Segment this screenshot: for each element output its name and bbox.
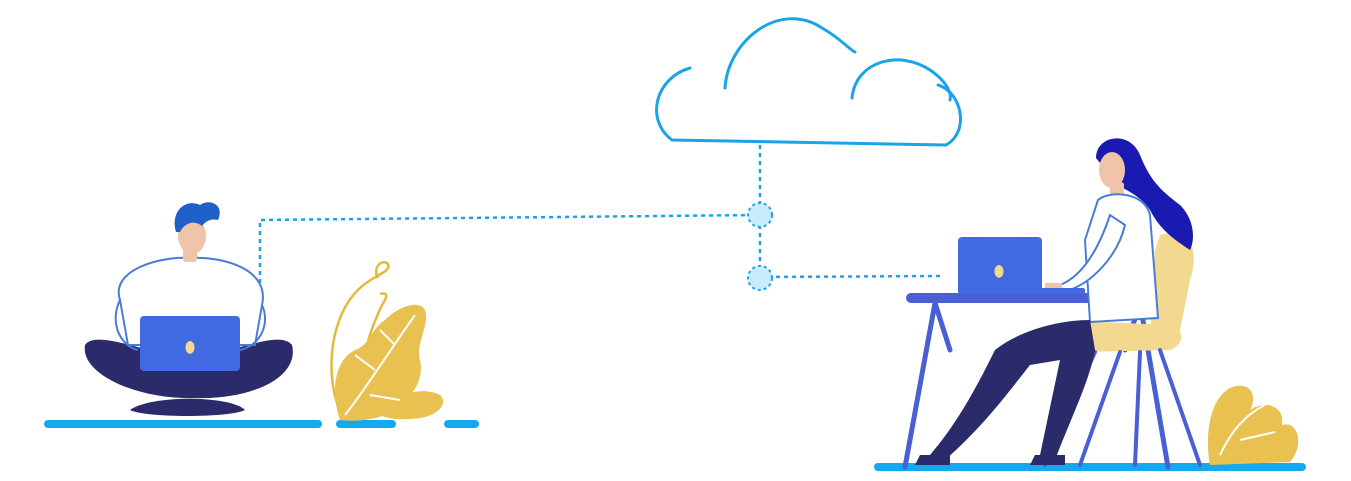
woman-at-desk (915, 138, 1193, 465)
connector-node-bottom (747, 265, 773, 291)
network-connector (258, 145, 941, 283)
connector-nodes (747, 202, 773, 291)
plant-right (1207, 385, 1299, 465)
ground-lines (44, 420, 1306, 471)
cloud-icon (655, 17, 962, 147)
plant-left (330, 261, 444, 421)
connector-node-top (747, 202, 773, 228)
man-with-laptop (84, 202, 293, 416)
